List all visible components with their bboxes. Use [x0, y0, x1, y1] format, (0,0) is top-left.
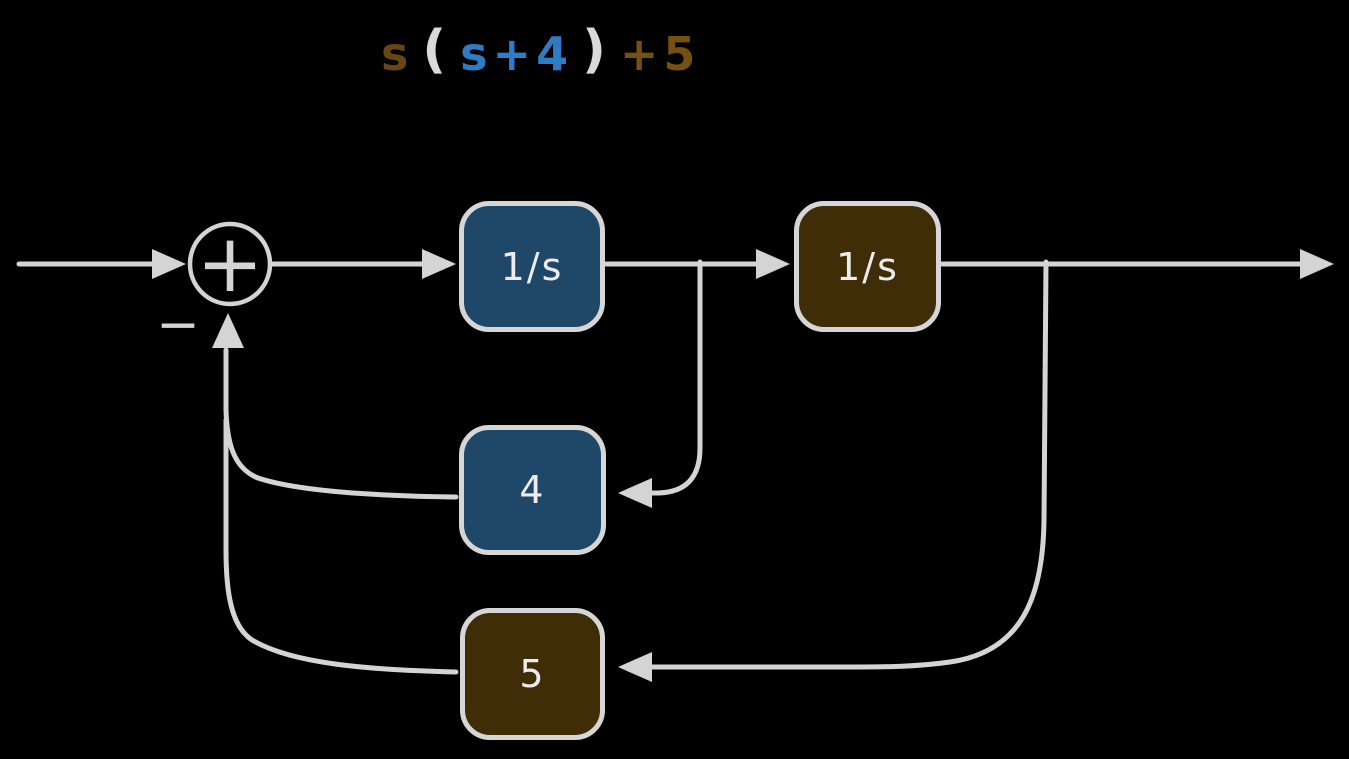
title-close-paren: ): [582, 20, 611, 80]
integrator1-input-arrowhead: [422, 249, 456, 279]
summing-junction-circle: [187, 221, 273, 307]
gain4-label: 4: [519, 468, 546, 512]
integrator2-input-arrowhead: [756, 249, 790, 279]
integrator1-block: 1/s: [459, 201, 605, 332]
gain4-input-arrowhead: [618, 478, 652, 508]
gain4-feedback-line: [223, 347, 459, 500]
title-part-plus-5: +5: [619, 26, 701, 81]
gain5-block: 5: [460, 608, 605, 740]
gain5-label: 5: [519, 652, 546, 696]
branch1-to-gain4-line: [649, 259, 703, 496]
output-arrowhead: [1300, 249, 1334, 279]
title-open-paren: (: [422, 20, 452, 80]
branch2-to-gain5-line: [649, 259, 1049, 670]
feedback-arrowhead: [212, 313, 244, 348]
integrator2-label: 1/s: [836, 244, 899, 289]
summing-junction-plus: +: [196, 217, 263, 310]
title-expression: s ( s+4 ) +5: [381, 20, 701, 81]
feedback-minus-sign: −: [156, 295, 200, 355]
gain5-input-arrowhead: [618, 652, 652, 682]
gain5-feedback-line: [223, 417, 459, 675]
title-part-s: s: [381, 26, 414, 81]
input-arrowhead: [152, 249, 186, 279]
gain4-block: 4: [459, 425, 606, 555]
title-part-s-plus-4: s+4: [460, 26, 574, 81]
integrator1-label: 1/s: [500, 244, 564, 289]
integrator2-block: 1/s: [794, 201, 941, 332]
